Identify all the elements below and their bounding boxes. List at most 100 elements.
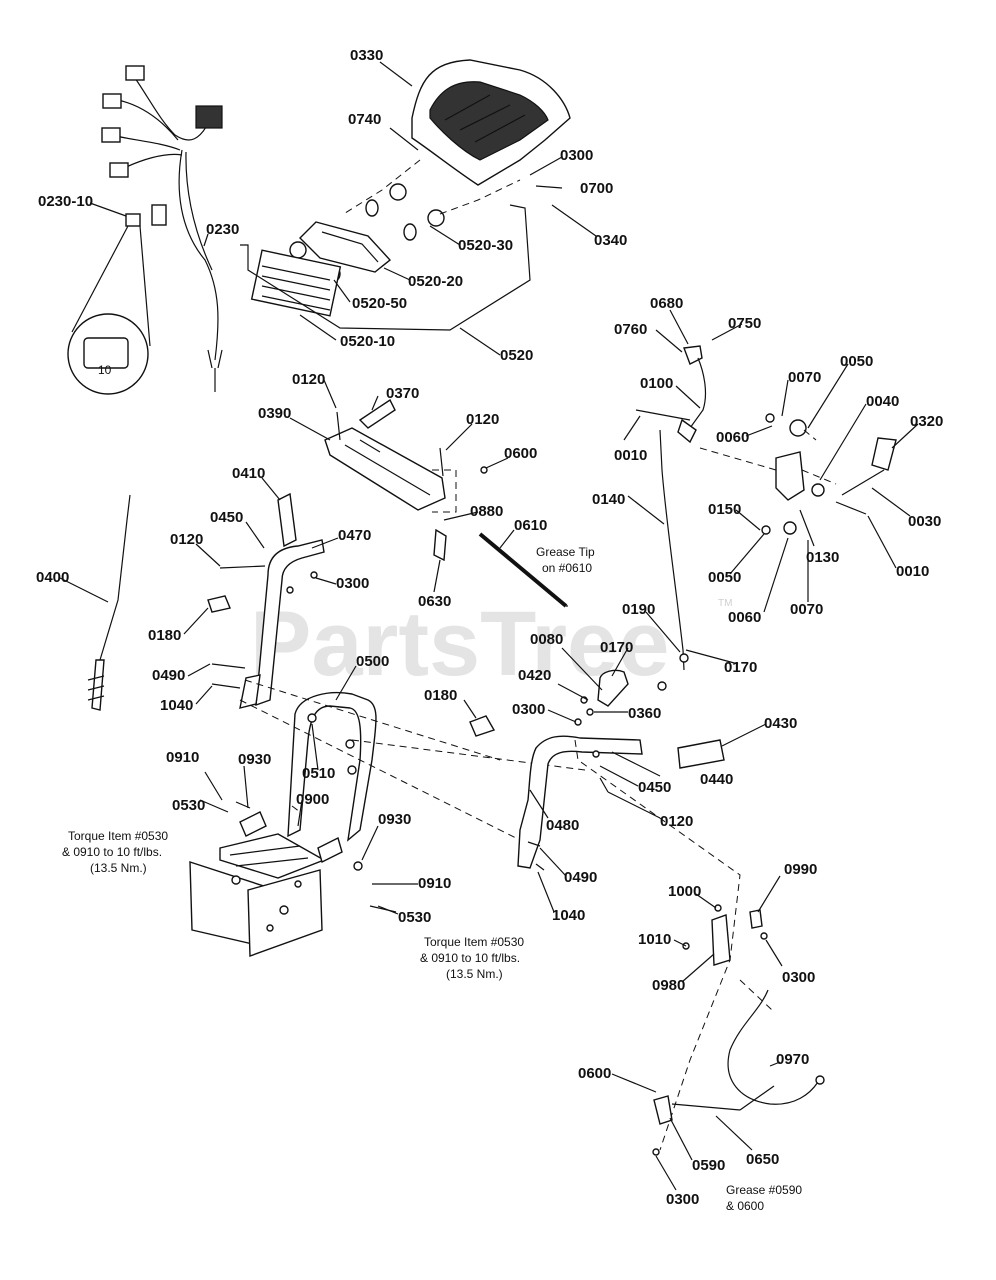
label-0680: 0680	[650, 295, 683, 312]
fuse-icon	[83, 337, 129, 369]
torque-note-mid-line1: Torque Item #0530	[424, 935, 524, 949]
label-0970: 0970	[776, 1051, 809, 1068]
connector-2	[102, 93, 122, 109]
label-1040-right: 1040	[552, 907, 585, 924]
label-0060-top: 0060	[716, 429, 749, 446]
label-0740: 0740	[348, 111, 381, 128]
label-0510: 0510	[302, 765, 335, 782]
torque-note-left-line3: (13.5 Nm.)	[90, 861, 147, 875]
torque-note-mid-line3: (13.5 Nm.)	[446, 967, 503, 981]
label-0180-right: 0180	[424, 687, 457, 704]
bulb-1	[289, 241, 307, 259]
label-0910-right: 0910	[418, 875, 451, 892]
label-0630: 0630	[418, 593, 451, 610]
label-0930-left: 0930	[238, 751, 271, 768]
grease-tip-note-line1: Grease Tip	[536, 545, 595, 559]
label-0520-30: 0520-30	[458, 237, 513, 254]
dash-console	[411, 59, 571, 186]
notes: Grease Tip on #0610 Torque Item #0530 & …	[62, 545, 802, 1213]
headlight-assembly	[240, 183, 531, 331]
o-ring-2	[403, 223, 417, 241]
label-0750: 0750	[728, 315, 761, 332]
label-0320: 0320	[910, 413, 943, 430]
label-0520-10: 0520-10	[340, 333, 395, 350]
label-0650: 0650	[746, 1151, 779, 1168]
label-0600-top: 0600	[504, 445, 537, 462]
label-0170-left: 0170	[600, 639, 633, 656]
fuse-holder	[125, 213, 141, 227]
connector-1	[125, 65, 145, 81]
grease-tip-note-line2: on #0610	[542, 561, 592, 575]
wiring-harness: 10	[67, 65, 223, 395]
label-0760: 0760	[614, 321, 647, 338]
label-0450-right: 0450	[638, 779, 671, 796]
label-0900: 0900	[296, 791, 329, 808]
connector-4	[109, 162, 129, 178]
label-0700: 0700	[580, 180, 613, 197]
torque-note-left-line2: & 0910 to 10 ft/lbs.	[62, 845, 162, 859]
label-0400: 0400	[36, 569, 69, 586]
label-0910-left: 0910	[166, 749, 199, 766]
label-0300-bottom: 0300	[666, 1191, 699, 1208]
label-0370: 0370	[386, 385, 419, 402]
label-0230-10: 0230-10	[38, 193, 93, 210]
label-0600-lower: 0600	[578, 1065, 611, 1082]
label-0410: 0410	[232, 465, 265, 482]
lower-handle-frame	[189, 692, 377, 957]
label-0190: 0190	[622, 601, 655, 618]
label-0100: 0100	[640, 375, 673, 392]
label-1000: 1000	[668, 883, 701, 900]
label-1040-left: 1040	[160, 697, 193, 714]
label-0300-right: 0300	[512, 701, 545, 718]
label-0060-bottom: 0060	[728, 609, 761, 626]
label-0030: 0030	[908, 513, 941, 530]
label-0520-20: 0520-20	[408, 273, 463, 290]
label-0170-right: 0170	[724, 659, 757, 676]
torque-note-left-line1: Torque Item #0530	[68, 829, 168, 843]
label-0990: 0990	[784, 861, 817, 878]
label-0330: 0330	[350, 47, 383, 64]
left-upper-handle	[207, 492, 325, 709]
leader-lines	[59, 61, 919, 1191]
chute-handle	[635, 345, 897, 691]
label-0420: 0420	[518, 667, 551, 684]
label-0180-left: 0180	[148, 627, 181, 644]
label-0930-right: 0930	[378, 811, 411, 828]
watermark-tm: TM	[718, 598, 732, 609]
label-0120-right: 0120	[660, 813, 693, 830]
label-0300-left: 0300	[336, 575, 369, 592]
label-0490-right: 0490	[564, 869, 597, 886]
label-0360: 0360	[628, 705, 661, 722]
label-0340: 0340	[594, 232, 627, 249]
fuse-clip	[151, 204, 167, 226]
label-0150: 0150	[708, 501, 741, 518]
main-connector	[195, 105, 223, 129]
shift-bracket	[324, 398, 446, 511]
label-0050-bottom: 0050	[708, 569, 741, 586]
spring	[433, 528, 447, 562]
label-0490-left: 0490	[152, 667, 185, 684]
torque-note-mid-line2: & 0910 to 10 ft/lbs.	[420, 951, 520, 965]
label-0520: 0520	[500, 347, 533, 364]
label-1010: 1010	[638, 931, 671, 948]
o-ring-1	[365, 199, 379, 217]
label-0070-top: 0070	[788, 369, 821, 386]
label-0440: 0440	[700, 771, 733, 788]
label-0010-right: 0010	[896, 563, 929, 580]
label-0390: 0390	[258, 405, 291, 422]
connector-3	[101, 127, 121, 143]
label-0470: 0470	[338, 527, 371, 544]
right-handle	[469, 669, 725, 869]
label-0610: 0610	[514, 517, 547, 534]
label-0520-50: 0520-50	[352, 295, 407, 312]
label-0130: 0130	[806, 549, 839, 566]
label-0450-left: 0450	[210, 509, 243, 526]
label-0430: 0430	[764, 715, 797, 732]
label-0300: 0300	[560, 147, 593, 164]
label-0230: 0230	[206, 221, 239, 238]
label-0080: 0080	[530, 631, 563, 648]
label-0010-left: 0010	[614, 447, 647, 464]
label-0590: 0590	[692, 1157, 725, 1174]
label-0480: 0480	[546, 817, 579, 834]
